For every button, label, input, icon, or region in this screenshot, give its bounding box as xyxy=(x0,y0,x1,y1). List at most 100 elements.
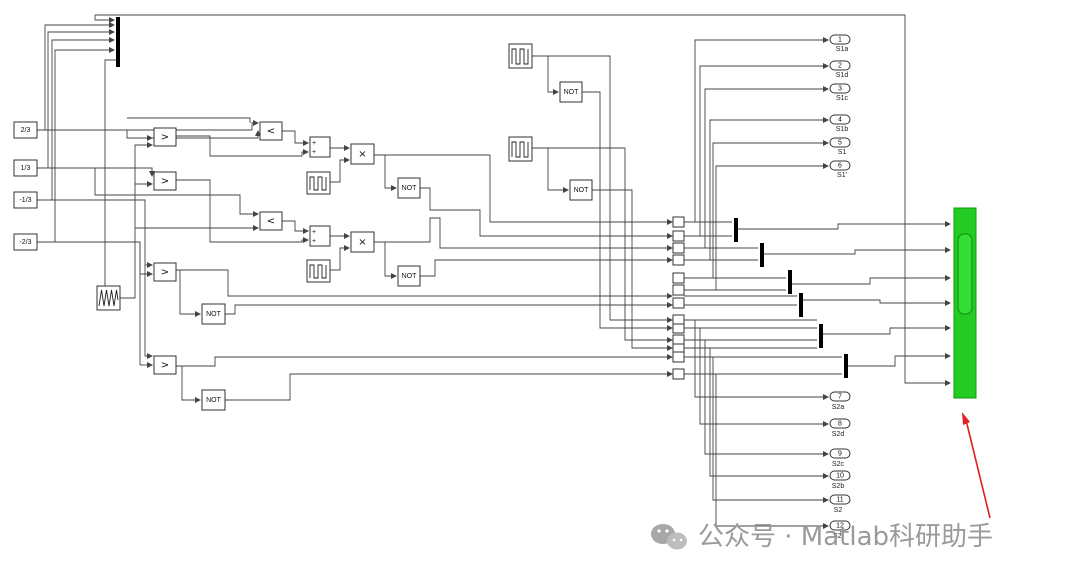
triangle-wave-icon[interactable] xyxy=(96,285,121,311)
svg-text:S1: S1 xyxy=(838,149,847,156)
product-block-1[interactable]: × xyxy=(350,143,375,165)
conversion-block[interactable] xyxy=(672,351,685,363)
compare-greater-3[interactable]: > xyxy=(153,262,177,282)
svg-text:>: > xyxy=(161,267,169,278)
constant-value: -1/3 xyxy=(19,197,31,204)
outport-2[interactable]: 2 S1d xyxy=(829,60,851,79)
svg-text:+: + xyxy=(312,238,316,245)
outport-11[interactable]: 11 S2 xyxy=(829,494,851,514)
svg-text:×: × xyxy=(358,237,366,248)
constant-value: 1/3 xyxy=(21,165,31,172)
outport-4[interactable]: 4 S1b xyxy=(829,114,851,133)
mux-bar-2[interactable] xyxy=(760,243,764,267)
conversion-block[interactable] xyxy=(672,368,685,380)
sum-block-2[interactable]: + + xyxy=(309,225,331,247)
not-block-2[interactable]: NOT xyxy=(397,265,421,287)
outport-1[interactable]: 1 S1a xyxy=(829,34,851,53)
pulse-generator-icon[interactable] xyxy=(508,136,533,162)
svg-text:NOT: NOT xyxy=(574,187,590,194)
svg-text:NOT: NOT xyxy=(206,397,222,404)
sum-block-1[interactable]: + + xyxy=(309,136,331,158)
svg-text:>: > xyxy=(161,132,169,143)
svg-text:S2': S2' xyxy=(833,533,843,540)
outport-9[interactable]: 9 S2c xyxy=(829,448,851,468)
compare-greater-1[interactable]: > xyxy=(153,127,177,147)
svg-text:×: × xyxy=(358,149,366,160)
conversion-block[interactable] xyxy=(672,242,685,254)
svg-text:2: 2 xyxy=(838,62,842,69)
outport-10[interactable]: 10 S2b xyxy=(829,470,851,490)
outport-12[interactable]: 12 S2' xyxy=(829,520,851,540)
constant-value: -2/3 xyxy=(19,239,31,246)
compare-greater-2[interactable]: > xyxy=(153,171,177,191)
svg-text:S2a: S2a xyxy=(832,404,845,411)
svg-text:6: 6 xyxy=(838,162,842,169)
constant-block-2[interactable]: 1/3 xyxy=(13,159,38,177)
not-block-4[interactable]: NOT xyxy=(201,389,226,411)
svg-text:9: 9 xyxy=(838,450,842,457)
mux-bar-5[interactable] xyxy=(819,324,823,348)
svg-text:>: > xyxy=(161,360,169,371)
svg-text:10: 10 xyxy=(836,472,844,479)
svg-text:1: 1 xyxy=(838,36,842,43)
conversion-block[interactable] xyxy=(672,297,685,309)
compare-less-1[interactable]: < xyxy=(259,121,283,141)
conversion-block[interactable] xyxy=(672,284,685,296)
mux-bar-4[interactable] xyxy=(799,293,803,317)
outport-5[interactable]: 5 S1 xyxy=(829,137,851,156)
svg-text:+: + xyxy=(312,229,316,236)
conversion-block[interactable] xyxy=(672,254,685,266)
not-block-6[interactable]: NOT xyxy=(569,179,593,201)
svg-text:7: 7 xyxy=(838,393,842,400)
svg-text:+: + xyxy=(312,149,316,156)
svg-text:S1b: S1b xyxy=(836,126,849,133)
not-block-1[interactable]: NOT xyxy=(397,177,421,199)
conversion-block[interactable] xyxy=(672,230,685,242)
svg-text:S1a: S1a xyxy=(836,46,849,53)
outport-7[interactable]: 7 S2a xyxy=(829,391,851,411)
compare-less-2[interactable]: < xyxy=(259,211,283,231)
conversion-blocks xyxy=(672,216,685,380)
svg-text:S2b: S2b xyxy=(832,483,845,490)
svg-text:<: < xyxy=(267,216,275,227)
svg-text:5: 5 xyxy=(838,139,842,146)
constant-block-3[interactable]: -1/3 xyxy=(13,191,38,209)
conversion-block[interactable] xyxy=(672,323,685,334)
annotation-arrow xyxy=(962,412,991,519)
scope-icon[interactable] xyxy=(953,207,977,399)
watermark: 公众号 · Matlab科研助手 xyxy=(651,522,993,552)
conversion-block[interactable] xyxy=(672,216,685,228)
mux-bar-6[interactable] xyxy=(844,354,848,378)
svg-text:11: 11 xyxy=(836,496,843,503)
pulse-generator-icon[interactable] xyxy=(508,43,533,69)
svg-text:S2c: S2c xyxy=(832,461,845,468)
product-block-2[interactable]: × xyxy=(350,231,375,253)
svg-text:S2d: S2d xyxy=(832,431,845,438)
outport-3[interactable]: 3 S1c xyxy=(829,83,851,102)
svg-text:S1': S1' xyxy=(837,172,847,179)
mux-bar-top[interactable] xyxy=(116,17,120,67)
outport-8[interactable]: 8 S2d xyxy=(829,418,851,438)
conversion-block[interactable] xyxy=(672,272,685,284)
signal-lines xyxy=(37,14,951,529)
svg-text:S2: S2 xyxy=(834,507,843,514)
svg-text:<: < xyxy=(267,126,275,137)
not-block-5[interactable]: NOT xyxy=(559,81,583,103)
svg-text:NOT: NOT xyxy=(402,273,418,280)
pulse-generator-icon[interactable] xyxy=(306,171,331,195)
svg-text:+: + xyxy=(312,140,316,147)
mux-bar-3[interactable] xyxy=(788,270,792,294)
svg-text:3: 3 xyxy=(838,85,842,92)
constant-block-4[interactable]: -2/3 xyxy=(13,233,38,251)
svg-text:4: 4 xyxy=(838,116,842,123)
watermark-text: 公众号 · Matlab科研助手 xyxy=(698,522,993,552)
constant-block-1[interactable]: 2/3 xyxy=(13,121,38,139)
svg-text:8: 8 xyxy=(838,420,842,427)
compare-greater-4[interactable]: > xyxy=(153,355,177,375)
svg-text:NOT: NOT xyxy=(206,311,222,318)
outport-6[interactable]: 6 S1' xyxy=(829,160,851,179)
mux-bar-1[interactable] xyxy=(734,218,738,242)
pulse-generator-icon[interactable] xyxy=(306,259,331,283)
not-block-3[interactable]: NOT xyxy=(201,303,226,325)
